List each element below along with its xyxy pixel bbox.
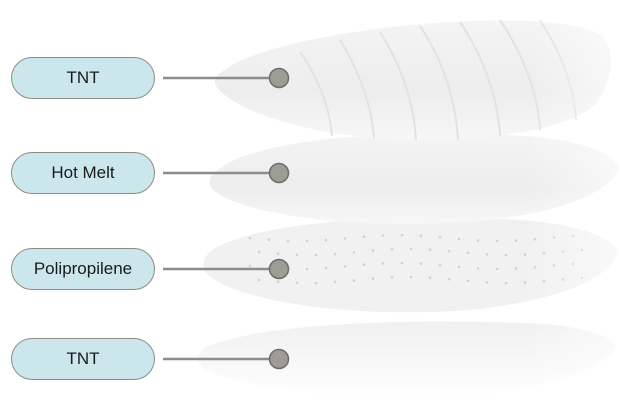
layer-label-text: Polipropilene: [34, 259, 132, 279]
layer-label-text: Hot Melt: [51, 163, 114, 183]
connector-dot: [270, 350, 289, 369]
layer-label-hot-melt: Hot Melt: [11, 152, 155, 194]
layer-label-text: TNT: [66, 68, 99, 88]
connector-dot: [270, 260, 289, 279]
layer-label-text: TNT: [66, 349, 99, 369]
layer-label-tnt-top: TNT: [11, 57, 155, 99]
connector-dot: [270, 164, 289, 183]
layer-label-polipropilene: Polipropilene: [11, 248, 155, 290]
layer-label-tnt-bottom: TNT: [11, 338, 155, 380]
connector-dot: [270, 69, 289, 88]
